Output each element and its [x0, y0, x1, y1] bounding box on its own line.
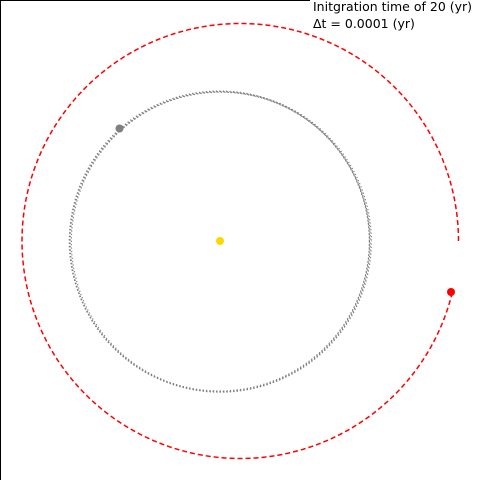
celestial-bodies [115, 124, 455, 296]
outer-orbit-trace [21, 22, 460, 460]
inner-body-marker [115, 124, 124, 133]
inner-orbit-trace-4 [70, 91, 372, 393]
outer-body-marker [447, 288, 455, 296]
integration-time-label: Initgration time of 20 (yr) [313, 0, 473, 14]
central-body-marker [216, 237, 224, 245]
inner-orbit-trace-2 [68, 91, 371, 393]
inner-orbit-trace-3 [69, 91, 371, 393]
timestep-label: Δt = 0.0001 (yr) [313, 16, 415, 31]
orbit-traces [21, 22, 460, 460]
